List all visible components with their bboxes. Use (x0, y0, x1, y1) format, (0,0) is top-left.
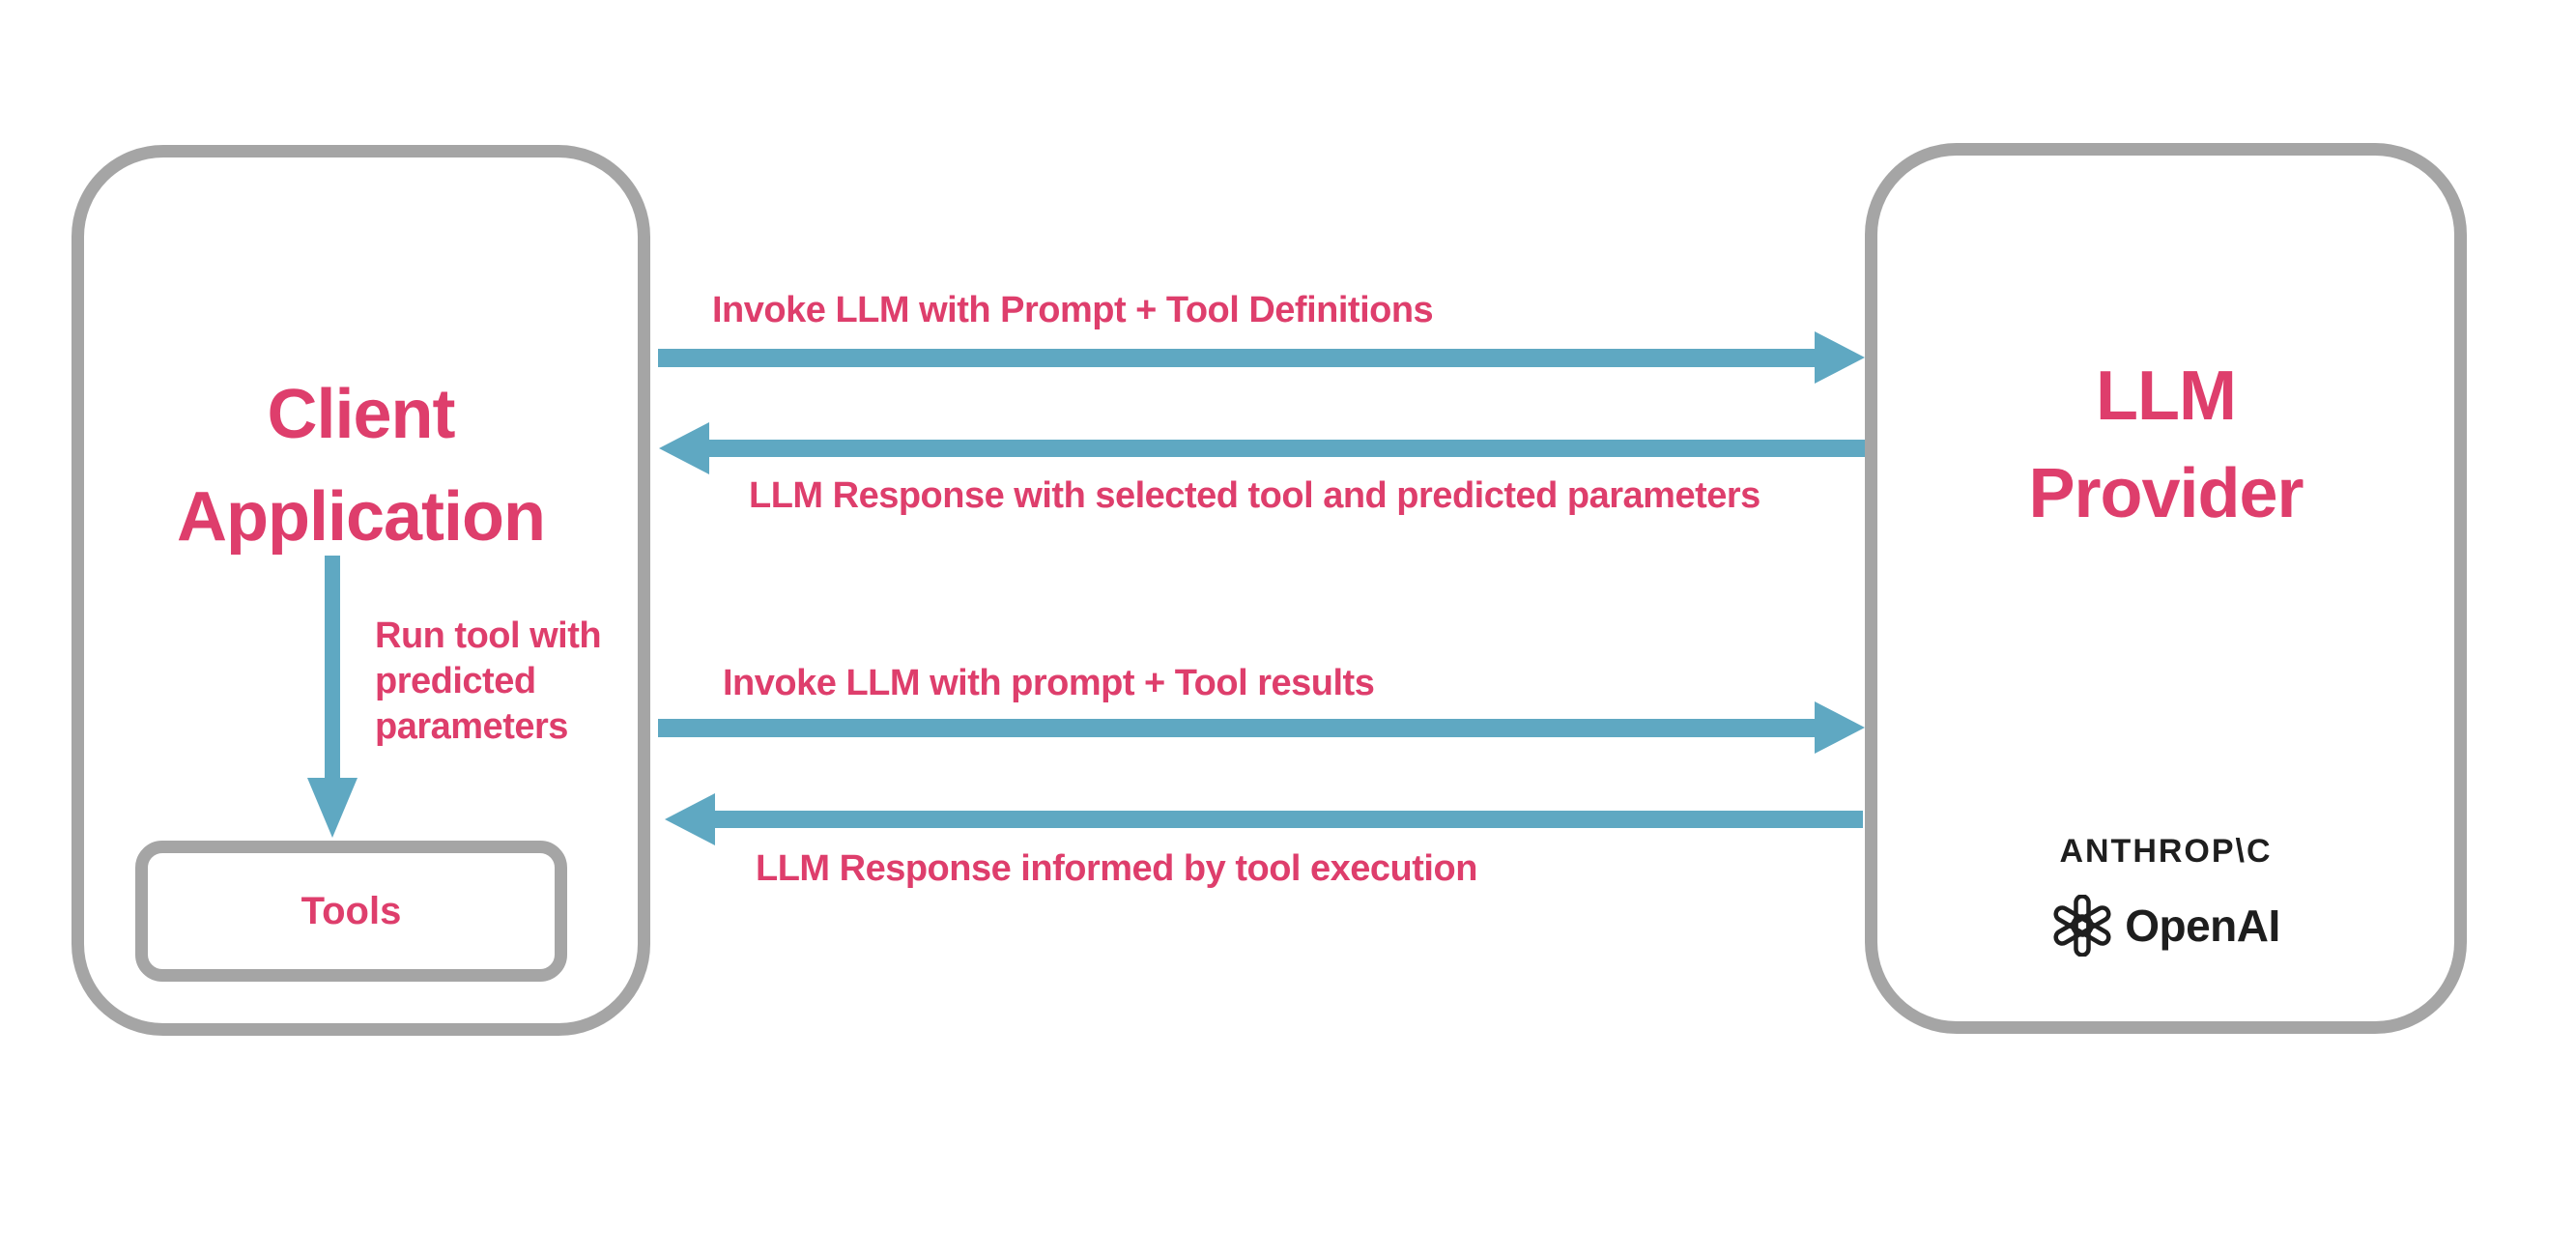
arrow4-left-head-icon (665, 793, 715, 845)
provider-title-line2: Provider (2028, 455, 2304, 532)
arrow1-label: Invoke LLM with Prompt + Tool Definition… (712, 290, 1434, 330)
run-tool-label: Run tool with predicted parameters (375, 614, 602, 750)
arrow2-left-body (709, 440, 1865, 457)
tools-label: Tools (301, 889, 402, 932)
openai-logo: OpenAI (1865, 895, 2467, 957)
client-title-line1: Client (267, 376, 455, 453)
arrow3-right-body (658, 719, 1815, 737)
client-application-box (72, 145, 650, 1036)
provider-logos: ANTHROP\C OpenAI (1865, 833, 2467, 957)
arrow3-right-head-icon (1815, 701, 1865, 754)
arrow2-left-head-icon (659, 422, 709, 474)
client-application-title: Client Application (72, 363, 650, 568)
llm-provider-title: LLM Provider (1865, 348, 2467, 543)
run-tool-arrow-shaft (325, 556, 340, 780)
run-tool-label-line1: Run tool with (375, 615, 602, 656)
client-title-line2: Application (177, 478, 546, 556)
arrow1-right-head-icon (1815, 331, 1865, 384)
arrow3-label: Invoke LLM with prompt + Tool results (723, 663, 1375, 703)
run-tool-label-line3: parameters (375, 706, 568, 747)
provider-title-line1: LLM (2096, 357, 2237, 435)
run-tool-arrow-head-icon (307, 778, 358, 838)
arrow2-label: LLM Response with selected tool and pred… (749, 475, 1760, 516)
arrow4-left-body (715, 811, 1863, 828)
anthropic-logo: ANTHROP\C (2059, 833, 2273, 870)
arrow1-right-body (658, 349, 1815, 367)
tools-box: Tools (135, 841, 567, 982)
run-tool-label-line2: predicted (375, 661, 536, 701)
openai-logo-icon (2053, 895, 2111, 957)
arrow4-label: LLM Response informed by tool execution (756, 848, 1477, 889)
llm-provider-box (1865, 143, 2467, 1034)
openai-wordmark: OpenAI (2125, 901, 2280, 951)
